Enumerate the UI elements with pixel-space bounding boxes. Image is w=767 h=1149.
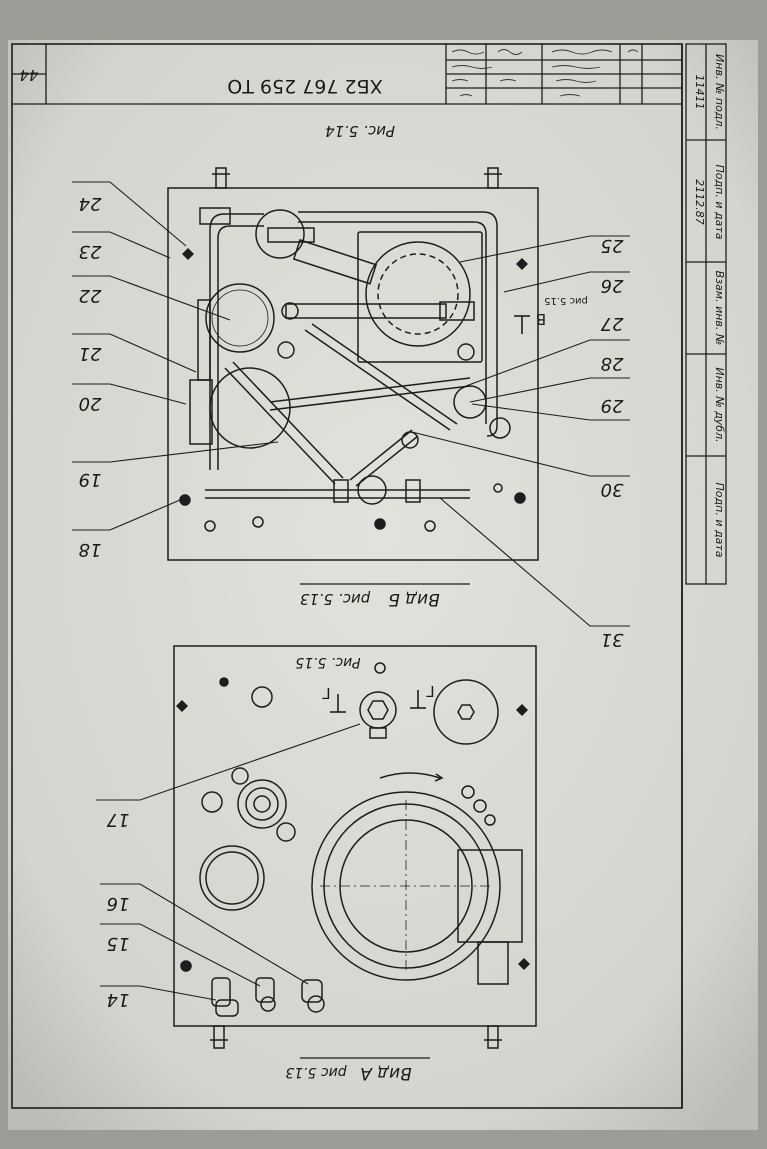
callout-26: 26: [601, 275, 624, 296]
side-stamp-column: [685, 43, 727, 585]
callout-31: 31: [601, 629, 624, 650]
upper-view-fasteners: [182, 248, 528, 270]
callout-24: 24: [79, 193, 102, 214]
callout-25: 25: [601, 235, 624, 256]
lower-figure-ref: Рис. 5.15: [295, 654, 360, 670]
callout-22: 22: [79, 285, 102, 306]
stamp-sign-date-1: Подп. и дата: [713, 165, 726, 240]
callout-29: 29: [601, 395, 624, 416]
section-letter-g-1: Г: [321, 684, 330, 702]
leaders-lower: [96, 723, 361, 1001]
callout-21: 21: [79, 343, 102, 364]
callout-28: 28: [601, 353, 624, 374]
stamp-inv-number: 11411: [693, 75, 706, 110]
section-ref-v: рис 5.15: [544, 295, 588, 306]
lower-view-fasteners: [176, 700, 530, 970]
drawing-number: ХБ2 767 259 ТО: [227, 75, 382, 97]
upper-view-caption: Вид Б: [388, 589, 440, 609]
upper-view-panel: [167, 167, 539, 561]
lower-view-caption-ref: рис 5.13: [285, 1064, 347, 1080]
callout-17: 17: [106, 809, 129, 830]
callout-30: 30: [601, 479, 624, 500]
stamp-date: 2112.87: [693, 179, 706, 225]
callout-18: 18: [79, 539, 102, 560]
title-block: [12, 44, 682, 105]
stamp-inv-podl: Инв. № подл.: [713, 54, 726, 130]
section-letter-g-2: Г: [425, 682, 434, 700]
section-marks-g: [330, 690, 426, 713]
upper-figure-ref: Рис. 5.14: [325, 122, 395, 140]
lower-view-panel: [173, 645, 537, 1049]
leaders-upper-left: [72, 181, 279, 531]
stamp-sign-date-2: Подп. и дата: [713, 483, 726, 558]
section-mark-v: [514, 315, 530, 334]
callout-27: 27: [600, 313, 623, 334]
callout-16: 16: [107, 893, 130, 914]
lower-view-caption: Вид А: [360, 1063, 412, 1083]
callout-14: 14: [107, 989, 130, 1010]
section-letter-v: В: [536, 310, 546, 328]
callout-19: 19: [79, 469, 102, 490]
callout-15: 15: [107, 933, 130, 954]
callout-20: 20: [79, 393, 102, 414]
page-number: 44: [19, 66, 38, 84]
sheet-frame: [11, 43, 683, 1109]
leaders-upper-right: [411, 235, 630, 627]
title-block-scribbles: [451, 49, 639, 97]
callout-23: 23: [79, 241, 102, 262]
stamp-replacement: Взам. инв. №: [713, 271, 726, 346]
upper-view-caption-ref: рис. 5.13: [300, 590, 371, 608]
paper-sheet: [8, 40, 758, 1130]
stamp-inv-dubl: Инв. № дубл.: [713, 367, 726, 442]
